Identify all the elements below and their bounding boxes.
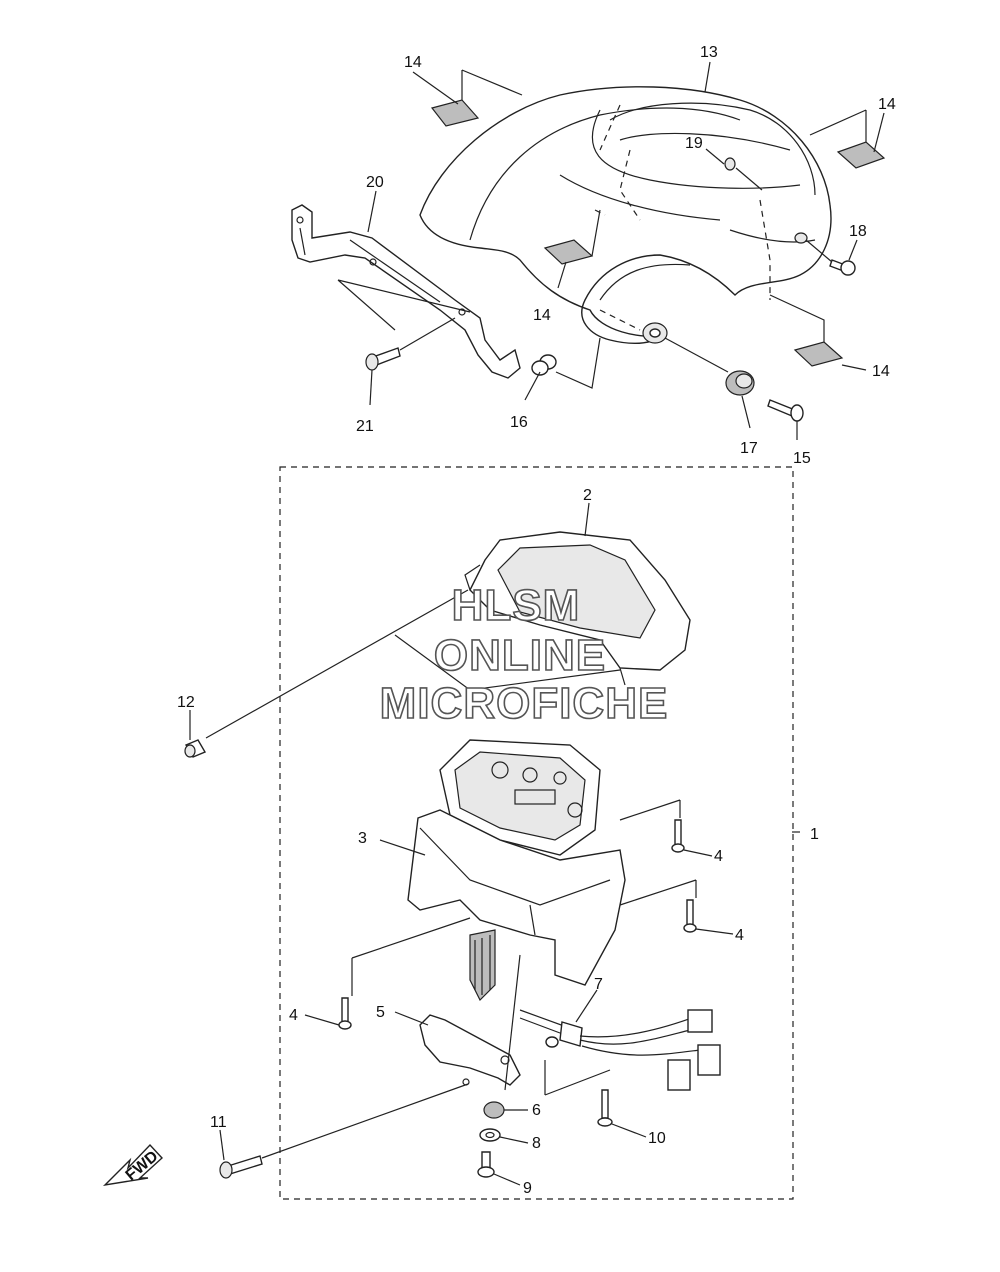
- leader-lines: [189, 61, 885, 1186]
- pad-14a: [430, 99, 480, 127]
- bolt-11: [219, 1155, 263, 1179]
- pad-14d: [793, 341, 844, 367]
- fwd-arrow: FWD: [102, 1143, 163, 1187]
- watermark-line-2: ONLINE: [434, 631, 606, 680]
- callout-labels: 14 13 14 19 20 18 14 14 21 16 17 15 2 12…: [177, 44, 896, 1197]
- meter-lens-2: [464, 531, 691, 686]
- callout-4a: 4: [714, 848, 723, 865]
- bolt-9: [477, 1151, 495, 1178]
- meter-assembly-box: [279, 466, 794, 1200]
- callout-10: 10: [648, 1130, 666, 1147]
- bolt-4a: [671, 819, 685, 853]
- bolt-10: [597, 1089, 613, 1127]
- bolt-4b: [683, 899, 697, 933]
- callout-2: 2: [583, 487, 592, 504]
- callout-4b: 4: [735, 927, 744, 944]
- callout-6: 6: [532, 1102, 541, 1119]
- callout-11: 11: [210, 1114, 227, 1131]
- bracket-5: [419, 1014, 521, 1086]
- callout-15: 15: [793, 450, 811, 467]
- callout-7: 7: [594, 976, 603, 993]
- callout-12: 12: [177, 694, 195, 711]
- callout-1: 1: [810, 826, 819, 843]
- wire-harness-7: [519, 1009, 721, 1091]
- bolt-4c: [338, 997, 352, 1030]
- callout-20: 20: [366, 174, 384, 191]
- pad-14b: [836, 141, 886, 169]
- callout-5: 5: [376, 1004, 385, 1021]
- meter-case-3: [407, 809, 626, 1002]
- bracket-20: [291, 204, 521, 379]
- screw-18: [829, 259, 856, 276]
- grommet-17: [725, 370, 755, 396]
- callout-9: 9: [523, 1180, 532, 1197]
- callout-14a: 14: [404, 54, 422, 71]
- watermark: HLSM ONLINE MICROFICHE: [379, 580, 669, 729]
- callout-14d: 14: [872, 363, 890, 380]
- callout-14b: 14: [878, 96, 896, 113]
- meter-board: [439, 739, 601, 856]
- watermark-line-1: HLSM: [452, 581, 581, 630]
- callout-19: 19: [685, 135, 703, 152]
- collar-16: [531, 354, 557, 376]
- callout-16: 16: [510, 414, 528, 431]
- meter-cover: [419, 86, 832, 344]
- bolt-21: [365, 347, 401, 371]
- callout-8: 8: [532, 1135, 541, 1152]
- washer-8: [479, 1128, 501, 1142]
- damper-6: [483, 1101, 505, 1119]
- watermark-line-3: MICROFICHE: [380, 679, 669, 728]
- callout-17: 17: [740, 440, 758, 457]
- collar-12: [184, 739, 207, 758]
- callout-13: 13: [700, 44, 718, 61]
- screw-15: [767, 399, 804, 422]
- callout-21: 21: [356, 418, 374, 435]
- callout-3: 3: [358, 830, 367, 847]
- callout-14c: 14: [533, 307, 551, 324]
- callout-4c: 4: [289, 1007, 298, 1024]
- callout-18: 18: [849, 223, 867, 240]
